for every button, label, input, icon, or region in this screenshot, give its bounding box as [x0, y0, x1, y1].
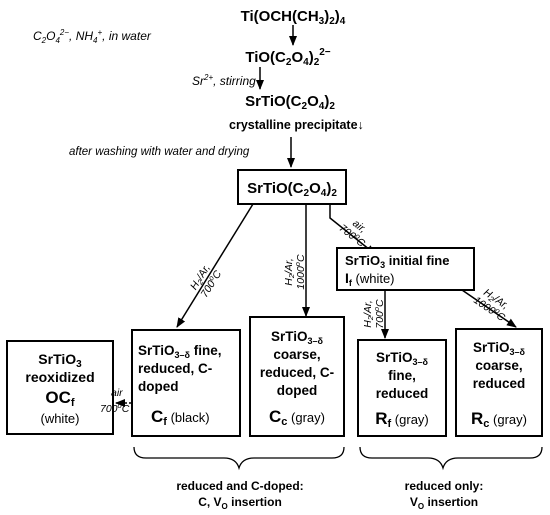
reoxidized-box — [6, 340, 114, 435]
condition-h2ar-1000-rc: H2/Ar, 1000oC — [471, 287, 510, 325]
cf-box — [131, 329, 241, 437]
titanyl-oxalate-ion-label: TiO(C2O4)22− — [245, 47, 330, 68]
group-left-line2: C, VO insertion — [198, 495, 282, 511]
condition-h2ar-700-rf: H2/Ar, 700oC — [362, 299, 386, 329]
initial-fine-label: If (white) — [345, 270, 395, 288]
condition-h2ar-1000-cc: H2/Ar, 1000oC — [283, 254, 307, 290]
step2-conditions: Sr2+, stirring — [192, 73, 256, 88]
strontium-titanyl-oxalate-label: SrTiO(C2O4)2 — [245, 93, 335, 112]
rf-label: Rf (gray) — [375, 409, 429, 430]
rc-line1: SrTiO3–δ — [473, 340, 526, 357]
precursor-label: Ti(OCH(CH3)2)4 — [241, 8, 346, 27]
rf-line3: reduced — [376, 386, 429, 401]
rf-line2: fine, — [388, 368, 416, 383]
cc-line3: reduced, C- — [260, 365, 334, 380]
rc-label: Rc (gray) — [471, 409, 527, 430]
condition-air-700-initial: air, 700oC — [337, 217, 369, 249]
oxalate-box — [237, 169, 347, 205]
cc-line1: SrTiO3–δ — [271, 329, 324, 346]
rf-box — [357, 339, 447, 437]
precipitate-label: crystalline precipitate↓ — [229, 118, 364, 132]
condition-air-700-oc-temp: 700oC — [100, 401, 130, 415]
svg-text:1000oC: 1000oC — [293, 254, 307, 290]
reoxidized-line2: reoxidized — [25, 369, 94, 385]
initial-fine-title: SrTiO3 initial fine — [345, 253, 449, 270]
rc-box — [455, 328, 543, 437]
cc-box — [249, 316, 345, 437]
reoxidized-label: OCf — [45, 388, 75, 409]
svg-text:H2/Ar,: H2/Ar, — [283, 258, 296, 286]
cf-line1: SrTiO3–δ fine, — [138, 343, 222, 360]
arrow-oxalate-to-cf — [176, 203, 254, 328]
cf-label: Cf (black) — [151, 407, 210, 428]
initial-fine-box — [336, 247, 475, 291]
svg-text:H2/Ar,: H2/Ar, — [362, 300, 375, 328]
cc-line4: doped — [277, 383, 318, 398]
group-right-line2: VO insertion — [410, 495, 478, 511]
condition-air-700-oc-gas: air — [111, 387, 123, 399]
svg-text:700oC: 700oC — [372, 299, 386, 329]
oxalate-box-label: SrTiO(C2O4)2 — [247, 180, 337, 199]
cf-line3: doped — [138, 379, 179, 394]
cc-line2: coarse, — [273, 347, 320, 362]
condition-h2ar-700-cf: H2/Ar, 700oC — [188, 262, 224, 299]
rf-line1: SrTiO3–δ — [376, 350, 429, 367]
rc-line2: coarse, — [475, 358, 522, 373]
arrow-initial-to-rc — [461, 289, 517, 328]
reoxidized-formula: SrTiO3 — [38, 351, 82, 370]
step1-conditions: C2O42−, NH4+, in water — [33, 28, 152, 45]
arrow-oxalate-to-initial — [329, 204, 376, 255]
brace-reduced-c-doped — [133, 446, 345, 471]
cc-label: Cc (gray) — [269, 407, 325, 428]
rc-line3: reduced — [473, 376, 526, 391]
reoxidized-note: (white) — [40, 411, 79, 426]
step3-conditions: after washing with water and drying — [69, 146, 250, 158]
cf-line2: reduced, C- — [138, 361, 212, 376]
group-right-line1: reduced only: — [405, 479, 484, 493]
group-left-line1: reduced and C-doped: — [176, 479, 303, 493]
brace-reduced-only — [359, 446, 543, 471]
